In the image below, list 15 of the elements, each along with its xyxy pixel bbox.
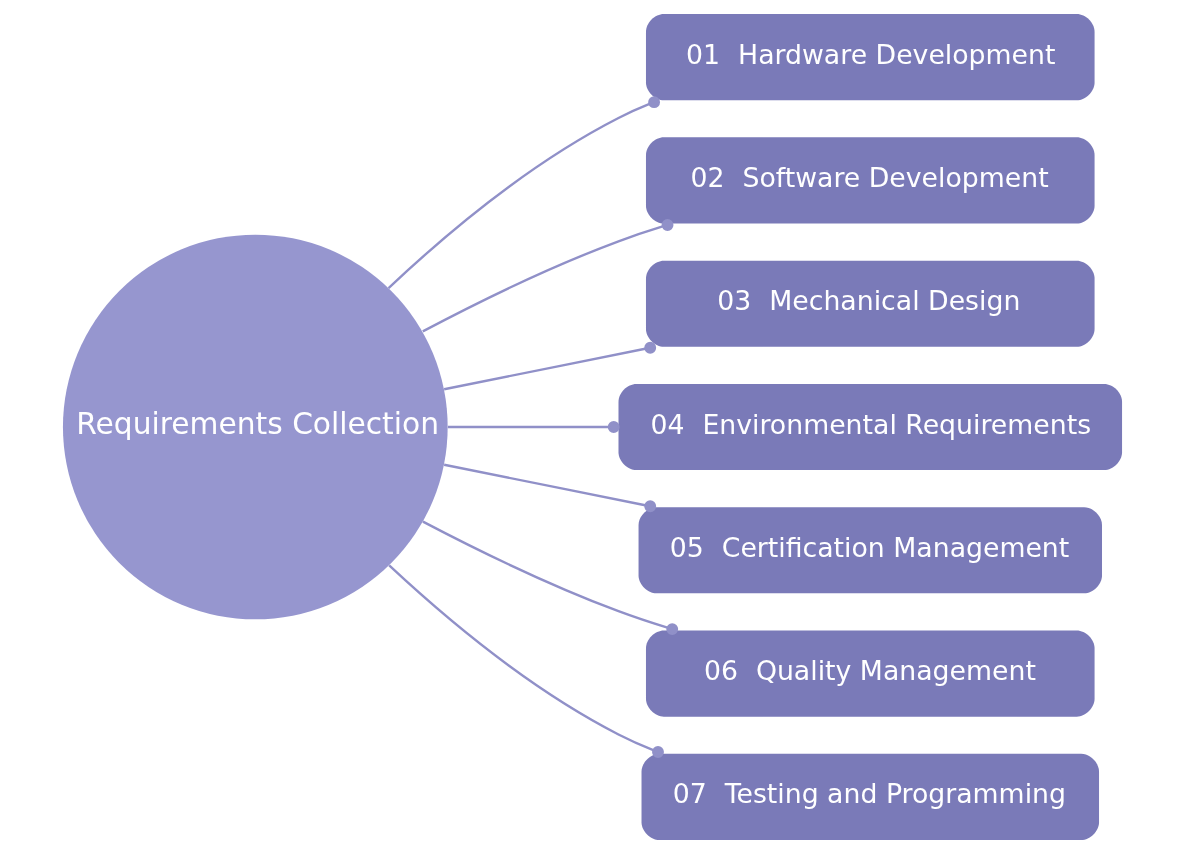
connector <box>421 520 678 636</box>
connector <box>447 421 620 433</box>
connector <box>443 463 656 513</box>
node-box: 04 Environmental Requirements <box>618 383 1122 471</box>
connector <box>443 341 656 391</box>
connector <box>421 219 673 333</box>
node-box: 02 Software Development <box>645 137 1095 224</box>
node-box: 07 Testing and Programming <box>641 753 1099 840</box>
node-box: 01 Hardware Development <box>645 14 1095 101</box>
node-box: 06 Quality Management <box>645 630 1095 717</box>
connector <box>387 96 660 289</box>
node-circle: Requirements Collection <box>62 234 448 620</box>
connector <box>387 564 664 758</box>
node-box: 05 Certification Management <box>638 507 1102 594</box>
node-box: 03 Mechanical Design <box>645 260 1095 347</box>
